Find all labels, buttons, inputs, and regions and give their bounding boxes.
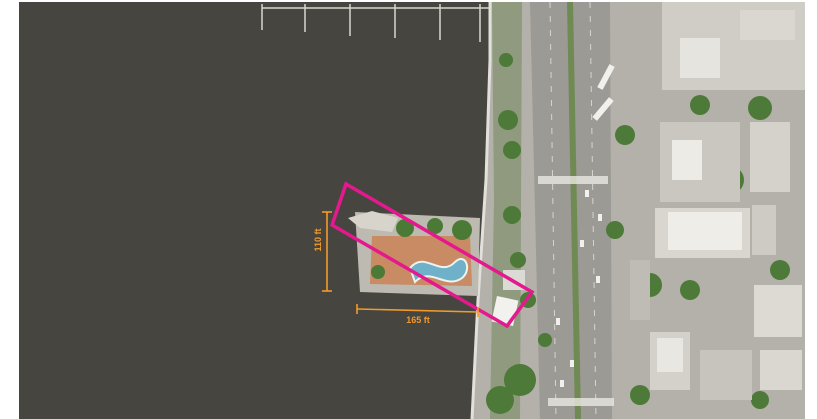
height-dimension-label: 110 ft <box>313 228 323 251</box>
pier-tree-4 <box>371 265 385 279</box>
crosswalk-bottom <box>548 398 614 406</box>
aerial-map: 110 ft 165 ft <box>19 2 805 419</box>
highway-median <box>567 2 581 419</box>
pier-tree-3 <box>452 220 472 240</box>
width-dimension <box>356 304 479 317</box>
height-dimension <box>322 211 332 292</box>
city-buildings <box>630 2 805 400</box>
top-piers <box>261 4 492 42</box>
crosswalk <box>538 176 608 184</box>
pier-tree-1 <box>396 219 414 237</box>
width-dimension-label: 165 ft <box>406 315 430 325</box>
shoreline-edge <box>470 2 492 419</box>
vehicles <box>556 64 615 387</box>
pier-tree-2 <box>427 218 443 234</box>
river-water-shade <box>19 2 489 419</box>
highlight-area-outline <box>329 181 535 329</box>
pier-boat-deck <box>348 211 398 232</box>
